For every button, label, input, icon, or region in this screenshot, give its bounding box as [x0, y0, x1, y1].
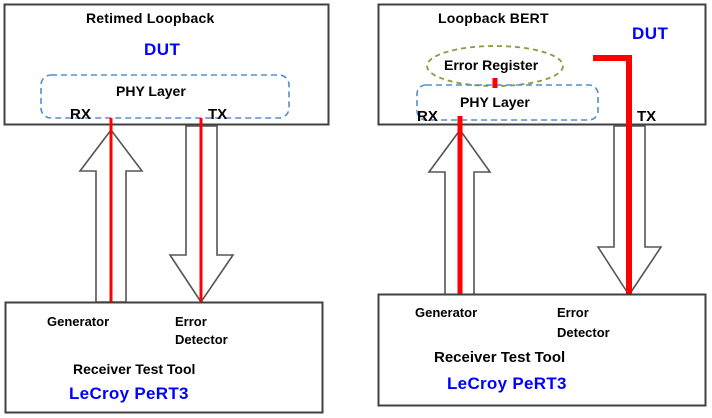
right-phy-layer-box: [416, 84, 599, 121]
left-dut-box: [3, 3, 330, 126]
right-brand-label: LeCroy PeRT3: [447, 374, 567, 393]
left-dut-title: Retimed Loopback: [86, 10, 215, 26]
left-generator-label: Generator: [47, 314, 110, 329]
left-brand-label: LeCroy PeRT3: [69, 384, 189, 403]
right-phy-layer-label: PHY Layer: [460, 94, 530, 110]
left-rx-label: RX: [70, 106, 91, 123]
right-rx-label: RX: [417, 108, 438, 125]
right-error-register-red-path: [593, 55, 632, 295]
left-error-detector-label-line1: Error: [175, 314, 207, 329]
left-phy-layer-box: [40, 74, 290, 119]
left-phy-layer-label: PHY Layer: [116, 83, 186, 99]
right-dut-title: Loopback BERT: [438, 10, 549, 26]
right-tool-box: [377, 293, 707, 407]
right-tx-label: TX: [637, 108, 657, 125]
left-tx-label: TX: [208, 106, 228, 123]
right-error-register-label: Error Register: [444, 57, 539, 73]
left-error-detector-label-line2: Detector: [175, 332, 228, 347]
right-dut-box: [377, 3, 707, 126]
right-error-detector-label-line2: Detector: [557, 325, 610, 340]
right-error-detector-label-line1: Error: [557, 305, 589, 320]
right-generator-label: Generator: [415, 305, 478, 320]
right-dut-label: DUT: [632, 24, 669, 43]
left-dut-label: DUT: [144, 40, 181, 59]
left-tool-box: [4, 301, 324, 414]
right-tool-name: Receiver Test Tool: [434, 349, 566, 366]
left-tool-name: Receiver Test Tool: [73, 361, 196, 377]
